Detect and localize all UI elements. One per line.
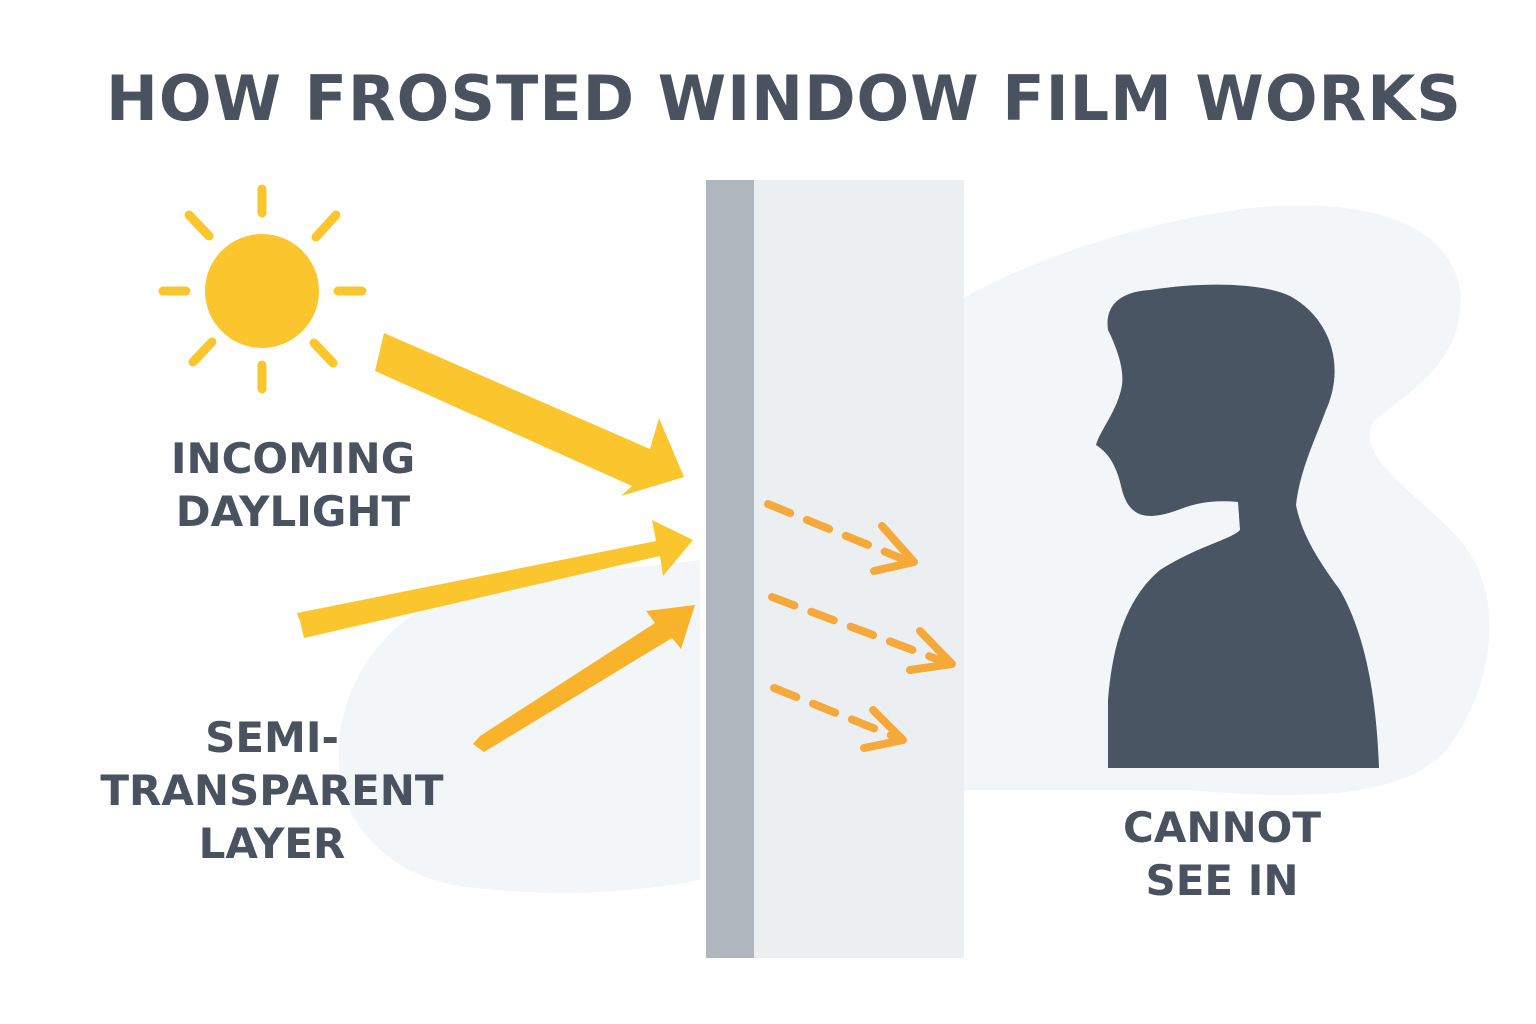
diffused-light-arrow-2 — [768, 593, 956, 674]
svg-text:CANNOT: CANNOT — [1123, 803, 1321, 852]
svg-text:SEE IN: SEE IN — [1145, 856, 1298, 905]
diffused-light-arrow-1 — [764, 500, 918, 575]
window-frame-edge — [706, 180, 754, 958]
svg-text:SEMI-: SEMI- — [205, 713, 339, 762]
sun-icon — [158, 184, 367, 394]
daylight-arrow-top — [375, 333, 684, 496]
page-title: HOW FROSTED WINDOW FILM WORKS — [106, 62, 1462, 135]
window-frosted-pane — [754, 180, 964, 958]
svg-text:TRANSPARENT: TRANSPARENT — [100, 766, 444, 815]
svg-text:DAYLIGHT: DAYLIGHT — [176, 487, 411, 536]
incoming-daylight-label: INCOMING DAYLIGHT — [171, 434, 415, 536]
cannot-see-in-label: CANNOT SEE IN — [1123, 803, 1321, 905]
semi-transparent-layer-label: SEMI- TRANSPARENT LAYER — [100, 713, 444, 868]
svg-text:INCOMING: INCOMING — [171, 434, 415, 483]
daylight-arrow-middle — [296, 520, 693, 638]
diffused-light-arrow-3 — [770, 684, 907, 752]
svg-text:LAYER: LAYER — [199, 819, 346, 868]
daylight-arrow-bottom — [473, 605, 695, 752]
person-silhouette-icon — [1096, 284, 1379, 768]
